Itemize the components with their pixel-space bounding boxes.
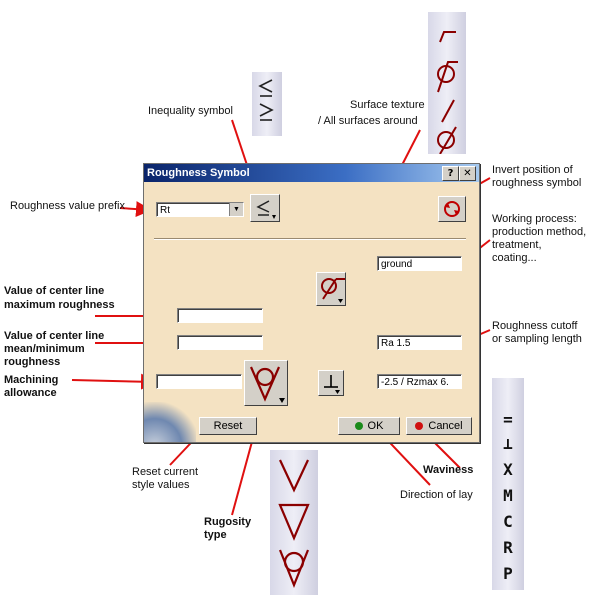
callout-center-mean-1: Value of center line [4, 330, 105, 342]
callout-inequality: Inequality symbol [148, 105, 233, 117]
callout-working-2: production method, [492, 226, 587, 238]
callout-reset-1: Reset current [132, 466, 199, 478]
center-max-roughness-field[interactable] [177, 308, 263, 323]
callout-working-4: coating... [492, 252, 537, 264]
inequality-strip [252, 72, 282, 136]
callout-center-mean-3: roughness [4, 356, 61, 368]
lay-symbol-r: R [503, 538, 513, 557]
ok-label: OK [367, 420, 384, 432]
lay-symbol-equal: = [503, 410, 513, 429]
lay-symbol-x: X [503, 460, 513, 479]
prefix-combo-value: Rt [160, 205, 170, 216]
callout-surface-texture-2: / All surfaces around [318, 115, 418, 127]
decorative-globe [144, 402, 196, 442]
callout-waviness: Waviness [423, 464, 474, 476]
callout-machining-2: allowance [4, 387, 57, 399]
callout-invert-1: Invert position of [492, 164, 573, 176]
surface-texture-icons [437, 31, 458, 155]
callout-surface-texture-1: Surface texture [350, 99, 425, 111]
dialog-titlebar[interactable]: Roughness Symbol [144, 164, 479, 182]
callout-rugosity-2: type [204, 529, 227, 541]
callout-center-max-2: maximum roughness [4, 299, 115, 311]
chevron-down-icon[interactable]: ▼ [229, 203, 243, 216]
lay-symbol-strip: = ⊥ X M C R P [492, 378, 524, 590]
callout-working-3: treatment, [492, 239, 542, 251]
ok-icon [354, 422, 363, 430]
lay-symbol-perpendicular: ⊥ [503, 434, 513, 453]
cutoff-length-field[interactable]: Ra 1.5 [377, 335, 462, 350]
callout-cutoff-2: or sampling length [492, 333, 582, 345]
waviness-field[interactable]: -2.5 / Rzmax 6. [377, 374, 462, 389]
callout-cutoff-1: Roughness cutoff [492, 320, 578, 332]
roughness-symbol-dialog: Roughness Symbol ? ✕ Rt ▼ ground [143, 163, 480, 443]
ok-button[interactable]: OK [338, 417, 400, 435]
rugosity-type-icons [278, 459, 310, 588]
callout-prefix: Roughness value prefix [10, 200, 125, 212]
machining-allowance-field[interactable] [156, 374, 242, 389]
close-button[interactable]: ✕ [459, 166, 476, 181]
perpendicular-icon [324, 375, 340, 394]
surface-texture-icon [321, 278, 345, 303]
inequality-icon [256, 200, 276, 219]
working-process-field[interactable]: ground [377, 256, 462, 271]
inequality-button[interactable] [250, 194, 280, 222]
callout-machining-1: Machining [4, 374, 59, 386]
callout-rugosity-1: Rugosity [204, 516, 252, 528]
dialog-title: Roughness Symbol [147, 167, 250, 179]
surface-texture-button[interactable] [316, 272, 346, 306]
lay-symbol-p: P [503, 564, 513, 583]
callout-center-max-1: Value of center line [4, 285, 105, 297]
lay-direction-button[interactable] [318, 370, 344, 396]
inequality-icons [258, 79, 274, 121]
arrow-machining [71, 373, 157, 390]
rugosity-type-button[interactable] [244, 360, 288, 406]
lay-symbol-m: M [503, 486, 513, 505]
cancel-icon [415, 422, 424, 430]
help-button[interactable]: ? [442, 166, 459, 181]
cancel-label: Cancel [428, 420, 463, 432]
reset-button[interactable]: Reset [199, 417, 257, 435]
surface-texture-strip [428, 12, 466, 155]
center-mean-roughness-field[interactable] [177, 335, 263, 350]
callout-working-1: Working process: [492, 213, 577, 225]
callout-center-mean-2: mean/minimum [4, 343, 85, 355]
separator [154, 238, 466, 240]
invert-position-button[interactable] [438, 196, 466, 222]
cancel-button[interactable]: Cancel [406, 417, 472, 435]
rugosity-type-icon [249, 366, 285, 403]
callout-invert-2: roughness symbol [492, 177, 582, 189]
lay-symbol-c: C [503, 512, 513, 531]
callout-reset-2: style values [132, 479, 190, 491]
callout-lay: Direction of lay [400, 489, 473, 501]
invert-icon [444, 201, 460, 217]
prefix-combo[interactable]: Rt ▼ [156, 202, 244, 217]
rugosity-type-strip [270, 450, 318, 595]
